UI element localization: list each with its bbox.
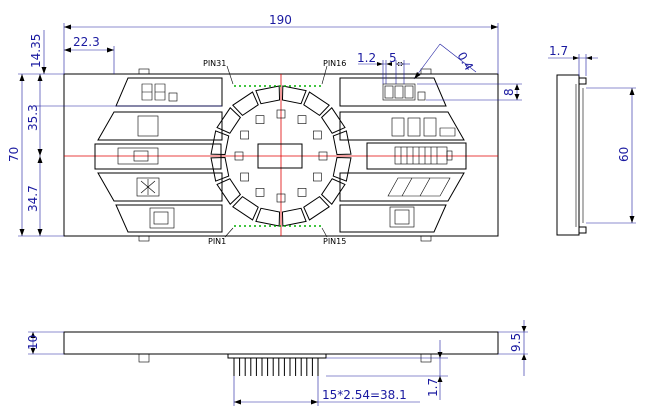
ring-segment	[320, 178, 346, 205]
dim-bottom-9-5: 9.5	[509, 333, 523, 352]
ring-segment	[210, 130, 230, 156]
indicator-square	[313, 172, 322, 182]
dim-1-2: 1.2	[357, 51, 376, 65]
right-segments	[339, 77, 467, 233]
ring-segment	[210, 156, 230, 182]
ring-segment	[232, 195, 259, 221]
segment-right-2	[339, 111, 465, 141]
dim-top-14-35: 14.35	[29, 34, 43, 68]
ring-segment	[216, 107, 242, 134]
ring-segment	[303, 91, 330, 117]
front-dimensions: 190 22.3 14.35 70 35.3 34.7	[7, 13, 522, 237]
dim-width-190: 190	[269, 13, 292, 27]
front-view: PIN31 PIN16 PIN1 PIN15 190 22.3	[7, 13, 522, 246]
dim-pin-pitch: 15*2.54=38.1	[322, 388, 407, 402]
indicator-square	[276, 193, 286, 203]
segment-right-5	[339, 204, 447, 233]
dim-side-60: 60	[617, 147, 631, 162]
segment-right-1	[339, 77, 447, 107]
indicator-square	[240, 130, 249, 140]
dim-8: 8	[502, 88, 516, 96]
segment-left-3	[94, 143, 222, 170]
ring-segment	[303, 195, 330, 221]
indicator-square	[255, 188, 265, 197]
segment-left-5	[115, 204, 223, 233]
segment-left-2	[97, 111, 223, 141]
segment-right-4	[339, 172, 465, 202]
segment-left-4	[97, 172, 223, 202]
indicator-square	[297, 188, 307, 197]
indicator-square	[234, 151, 244, 161]
bottom-body	[63, 331, 499, 355]
bottom-view: 10 9.5 15*2.54=38.1 1.7	[26, 320, 528, 406]
ring-segment	[281, 207, 307, 227]
center-dial	[210, 85, 352, 227]
pin31-label: PIN31	[203, 59, 226, 68]
indicator-square	[255, 115, 265, 124]
dim-side-1-7: 1.7	[549, 44, 568, 58]
side-top-tab	[578, 77, 587, 85]
indicator-square	[240, 172, 249, 182]
ring-segment	[255, 85, 281, 105]
ring-segment	[232, 91, 259, 117]
pin15-label: PIN15	[323, 237, 346, 246]
segment-right-3	[366, 142, 467, 170]
dim-pin-length-1-7: 1.7	[426, 378, 440, 397]
dim-upper-35-3: 35.3	[26, 104, 40, 131]
indicator-square	[297, 115, 307, 124]
mounting-tabs	[138, 68, 432, 242]
dim-bottom-10: 10	[26, 335, 40, 350]
left-segments	[94, 77, 223, 233]
pin1-label: PIN1	[208, 237, 226, 246]
ring-segment	[255, 207, 281, 227]
pin16-label: PIN16	[323, 59, 346, 68]
dim-lower-34-7: 34.7	[26, 185, 40, 212]
dim-offset-22-3: 22.3	[73, 35, 100, 49]
center-block	[257, 143, 303, 169]
ring-segment	[332, 130, 352, 156]
ring-segment	[332, 156, 352, 182]
indicator-square	[276, 109, 286, 119]
connector-pins	[233, 358, 319, 376]
segment-left-1	[115, 77, 223, 107]
ring-segment	[216, 178, 242, 205]
dim-height-70: 70	[7, 147, 21, 162]
ring-segment	[281, 85, 307, 105]
ring-segment	[320, 107, 346, 134]
indicator-square	[318, 151, 328, 161]
dim-5: 5	[389, 51, 397, 65]
side-bottom-tab	[578, 226, 587, 234]
side-view: 1.7 60	[548, 44, 636, 236]
indicator-square	[313, 130, 322, 140]
